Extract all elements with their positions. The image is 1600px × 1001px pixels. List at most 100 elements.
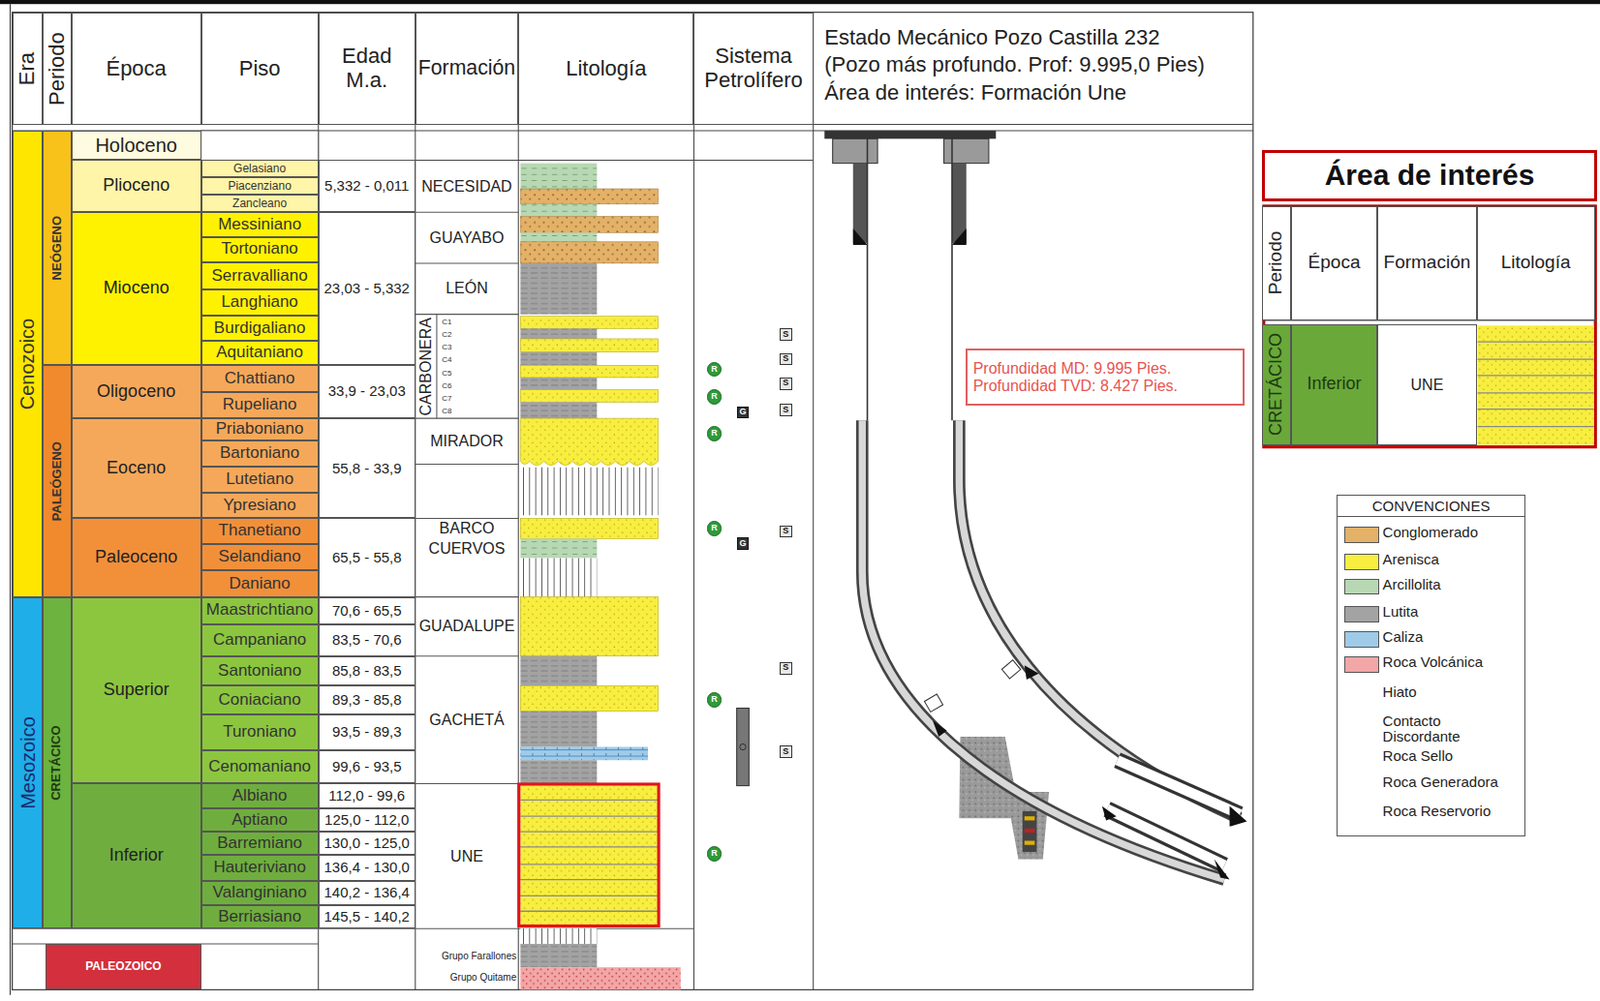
header-cell: Formación xyxy=(1377,206,1477,321)
stage-cell: Berriasiano xyxy=(201,905,319,929)
formation-name: GUADALUPE xyxy=(415,597,519,657)
era-band: Cenozoico xyxy=(12,130,44,598)
reservoir-symbol: R xyxy=(707,692,723,708)
label-text: Cenozoico xyxy=(16,317,38,410)
header-cell: Periodo xyxy=(42,12,72,125)
label-text: Selandiano xyxy=(218,548,302,567)
label-text: G xyxy=(738,539,746,550)
label-text: S xyxy=(782,330,789,340)
age-cell: 136,4 - 130,0 xyxy=(318,855,416,881)
title-line: (Pozo más profundo. Prof: 9.995,0 Pies) xyxy=(824,52,1249,79)
label-text: NECESIDAD xyxy=(421,178,512,196)
label-text: 125,0 - 112,0 xyxy=(324,812,409,830)
legend-text: Arcillolita xyxy=(1383,577,1522,594)
seal-symbol: S xyxy=(779,403,793,417)
formation-name: LEÓN xyxy=(415,263,519,315)
member-name: C5 xyxy=(437,367,457,380)
epoch-cell: Mioceno xyxy=(71,212,202,366)
formation-name: UNE xyxy=(1377,324,1477,445)
label-text: PALEOZOICO xyxy=(85,960,161,974)
header-cell: Época xyxy=(1291,206,1379,321)
stage-cell: Maastrichtiano xyxy=(201,597,319,625)
interest-heading: Área de interés xyxy=(1261,150,1598,202)
label-text: NEÓGENO xyxy=(50,215,64,280)
header-cell: Formación xyxy=(415,12,519,125)
stage-cell: Serravalliano xyxy=(201,262,319,290)
label-text: Grupo Quitame xyxy=(450,972,517,984)
header-cell: Periodo xyxy=(1261,206,1292,321)
label-text: Aquitaniano xyxy=(215,343,304,363)
label-text: 93,5 - 89,3 xyxy=(332,724,402,741)
group-name: Grupo Farallones xyxy=(415,947,519,966)
label-text: Daniano xyxy=(228,575,290,594)
stage-cell: Zancleano xyxy=(201,194,319,213)
member-name: C8 xyxy=(437,405,457,419)
label-text: C4 xyxy=(441,356,452,366)
label-text: Thanetiano xyxy=(218,522,302,541)
label-text: Rupeliano xyxy=(222,396,298,415)
stage-cell: Albiano xyxy=(201,783,319,808)
label-text: Piso xyxy=(239,57,281,81)
epoch-cell: Oligoceno xyxy=(71,365,202,419)
label-text: Ypresiano xyxy=(222,496,296,516)
label-text: 89,3 - 85,8 xyxy=(332,692,402,709)
label-text: GUADALUPE xyxy=(419,617,516,636)
stage-cell: Aquitaniano xyxy=(201,340,319,366)
label-text: Cenomaniano xyxy=(208,758,311,777)
label-text: Plioceno xyxy=(102,176,170,196)
label-text: Tortoniano xyxy=(220,240,298,259)
label-text: Inferior xyxy=(1307,374,1362,395)
legend-swatch xyxy=(1344,553,1381,571)
label-text: GACHETÁ xyxy=(429,711,504,730)
seal-symbol: S xyxy=(779,745,793,759)
member-name: C4 xyxy=(437,354,457,368)
label-text: Hauteriviano xyxy=(213,859,306,878)
node-text: Profundidad TVD: 8.427 Pies. xyxy=(973,377,1238,396)
epoch-cell: Superior xyxy=(71,597,202,785)
label-text: 130,0 - 125,0 xyxy=(324,835,410,853)
label-text: Inferior xyxy=(109,846,164,866)
source-symbol: G xyxy=(737,537,750,551)
label-text: R xyxy=(710,695,718,706)
label-text: R xyxy=(710,429,718,439)
formation-name: NECESIDAD xyxy=(415,159,519,213)
reservoir-symbol: R xyxy=(707,362,723,378)
legend-text: Roca Reservorio xyxy=(1383,803,1522,821)
title-line: Estado Mecánico Pozo Castilla 232 xyxy=(824,24,1249,51)
stage-cell: Campaniano xyxy=(201,624,319,657)
label-text: Albiano xyxy=(232,787,288,806)
label-text: 145,5 - 140,2 xyxy=(324,909,410,926)
period-band: NEÓGENO xyxy=(42,130,72,366)
member-name: C2 xyxy=(437,329,457,342)
stage-cell: Chattiano xyxy=(201,365,319,392)
stage-cell: Valanginiano xyxy=(201,881,319,906)
label-text: S xyxy=(782,378,789,389)
stage-cell: Priaboniano xyxy=(201,418,319,441)
label-text: 140,2 - 136,4 xyxy=(324,885,410,902)
label-text: 23,03 - 5,332 xyxy=(324,280,410,298)
node-text: CONVENCIONES xyxy=(1337,495,1525,518)
label-text: Lutetiano xyxy=(225,470,294,490)
label-text: MIRADOR xyxy=(430,432,504,451)
label-text: Zancleano xyxy=(232,197,287,211)
header-cell: Época xyxy=(71,12,202,125)
label-text: 112,0 - 99,6 xyxy=(328,788,405,805)
seal-symbol: S xyxy=(779,328,793,341)
label-text: Barremiano xyxy=(216,834,303,854)
formation-name: CARBONERA xyxy=(415,314,437,420)
age-cell: 83,5 - 70,6 xyxy=(318,624,416,657)
legend-text: Arenisca xyxy=(1383,552,1522,569)
label-text: BARCO xyxy=(439,520,495,538)
period-band: PALEÓGENO xyxy=(42,365,72,597)
stage-cell: Santoniano xyxy=(201,656,319,687)
label-text: 83,5 - 70,6 xyxy=(332,632,402,649)
formation-name: GACHETÁ xyxy=(415,656,519,785)
reservoir-symbol: R xyxy=(707,389,723,405)
stage-cell: Thanetiano xyxy=(201,518,319,544)
label-text: R xyxy=(710,523,718,534)
label-text: Litología xyxy=(1501,252,1571,274)
formation-name: GUAYABO xyxy=(415,212,519,264)
label-text: Campaniano xyxy=(213,631,307,650)
formation-name: MIRADOR xyxy=(415,418,519,464)
source-symbol: G xyxy=(737,406,750,420)
